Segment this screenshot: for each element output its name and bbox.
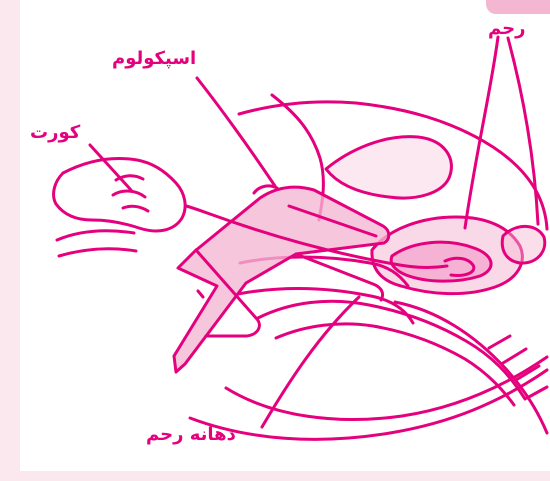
cervix-label: دهانه رحم: [146, 426, 236, 444]
vaginal-canal-lower: [238, 289, 413, 323]
uterine-cavity: [391, 242, 491, 281]
speculum-leader: [197, 78, 275, 186]
ovary: [502, 226, 545, 263]
speculum: [174, 187, 389, 372]
speculum-screw: [198, 291, 203, 297]
cervix-leader: [262, 297, 359, 427]
speculum-label: اسپکولوم: [112, 50, 196, 68]
wrist: [57, 231, 136, 256]
bladder: [326, 137, 451, 198]
uterus-leader-secondary: [508, 38, 538, 224]
curette-label: کورت: [30, 124, 80, 142]
rectum-inner: [276, 324, 514, 405]
hand: [54, 159, 186, 231]
uterus-label: رحم: [488, 20, 525, 38]
